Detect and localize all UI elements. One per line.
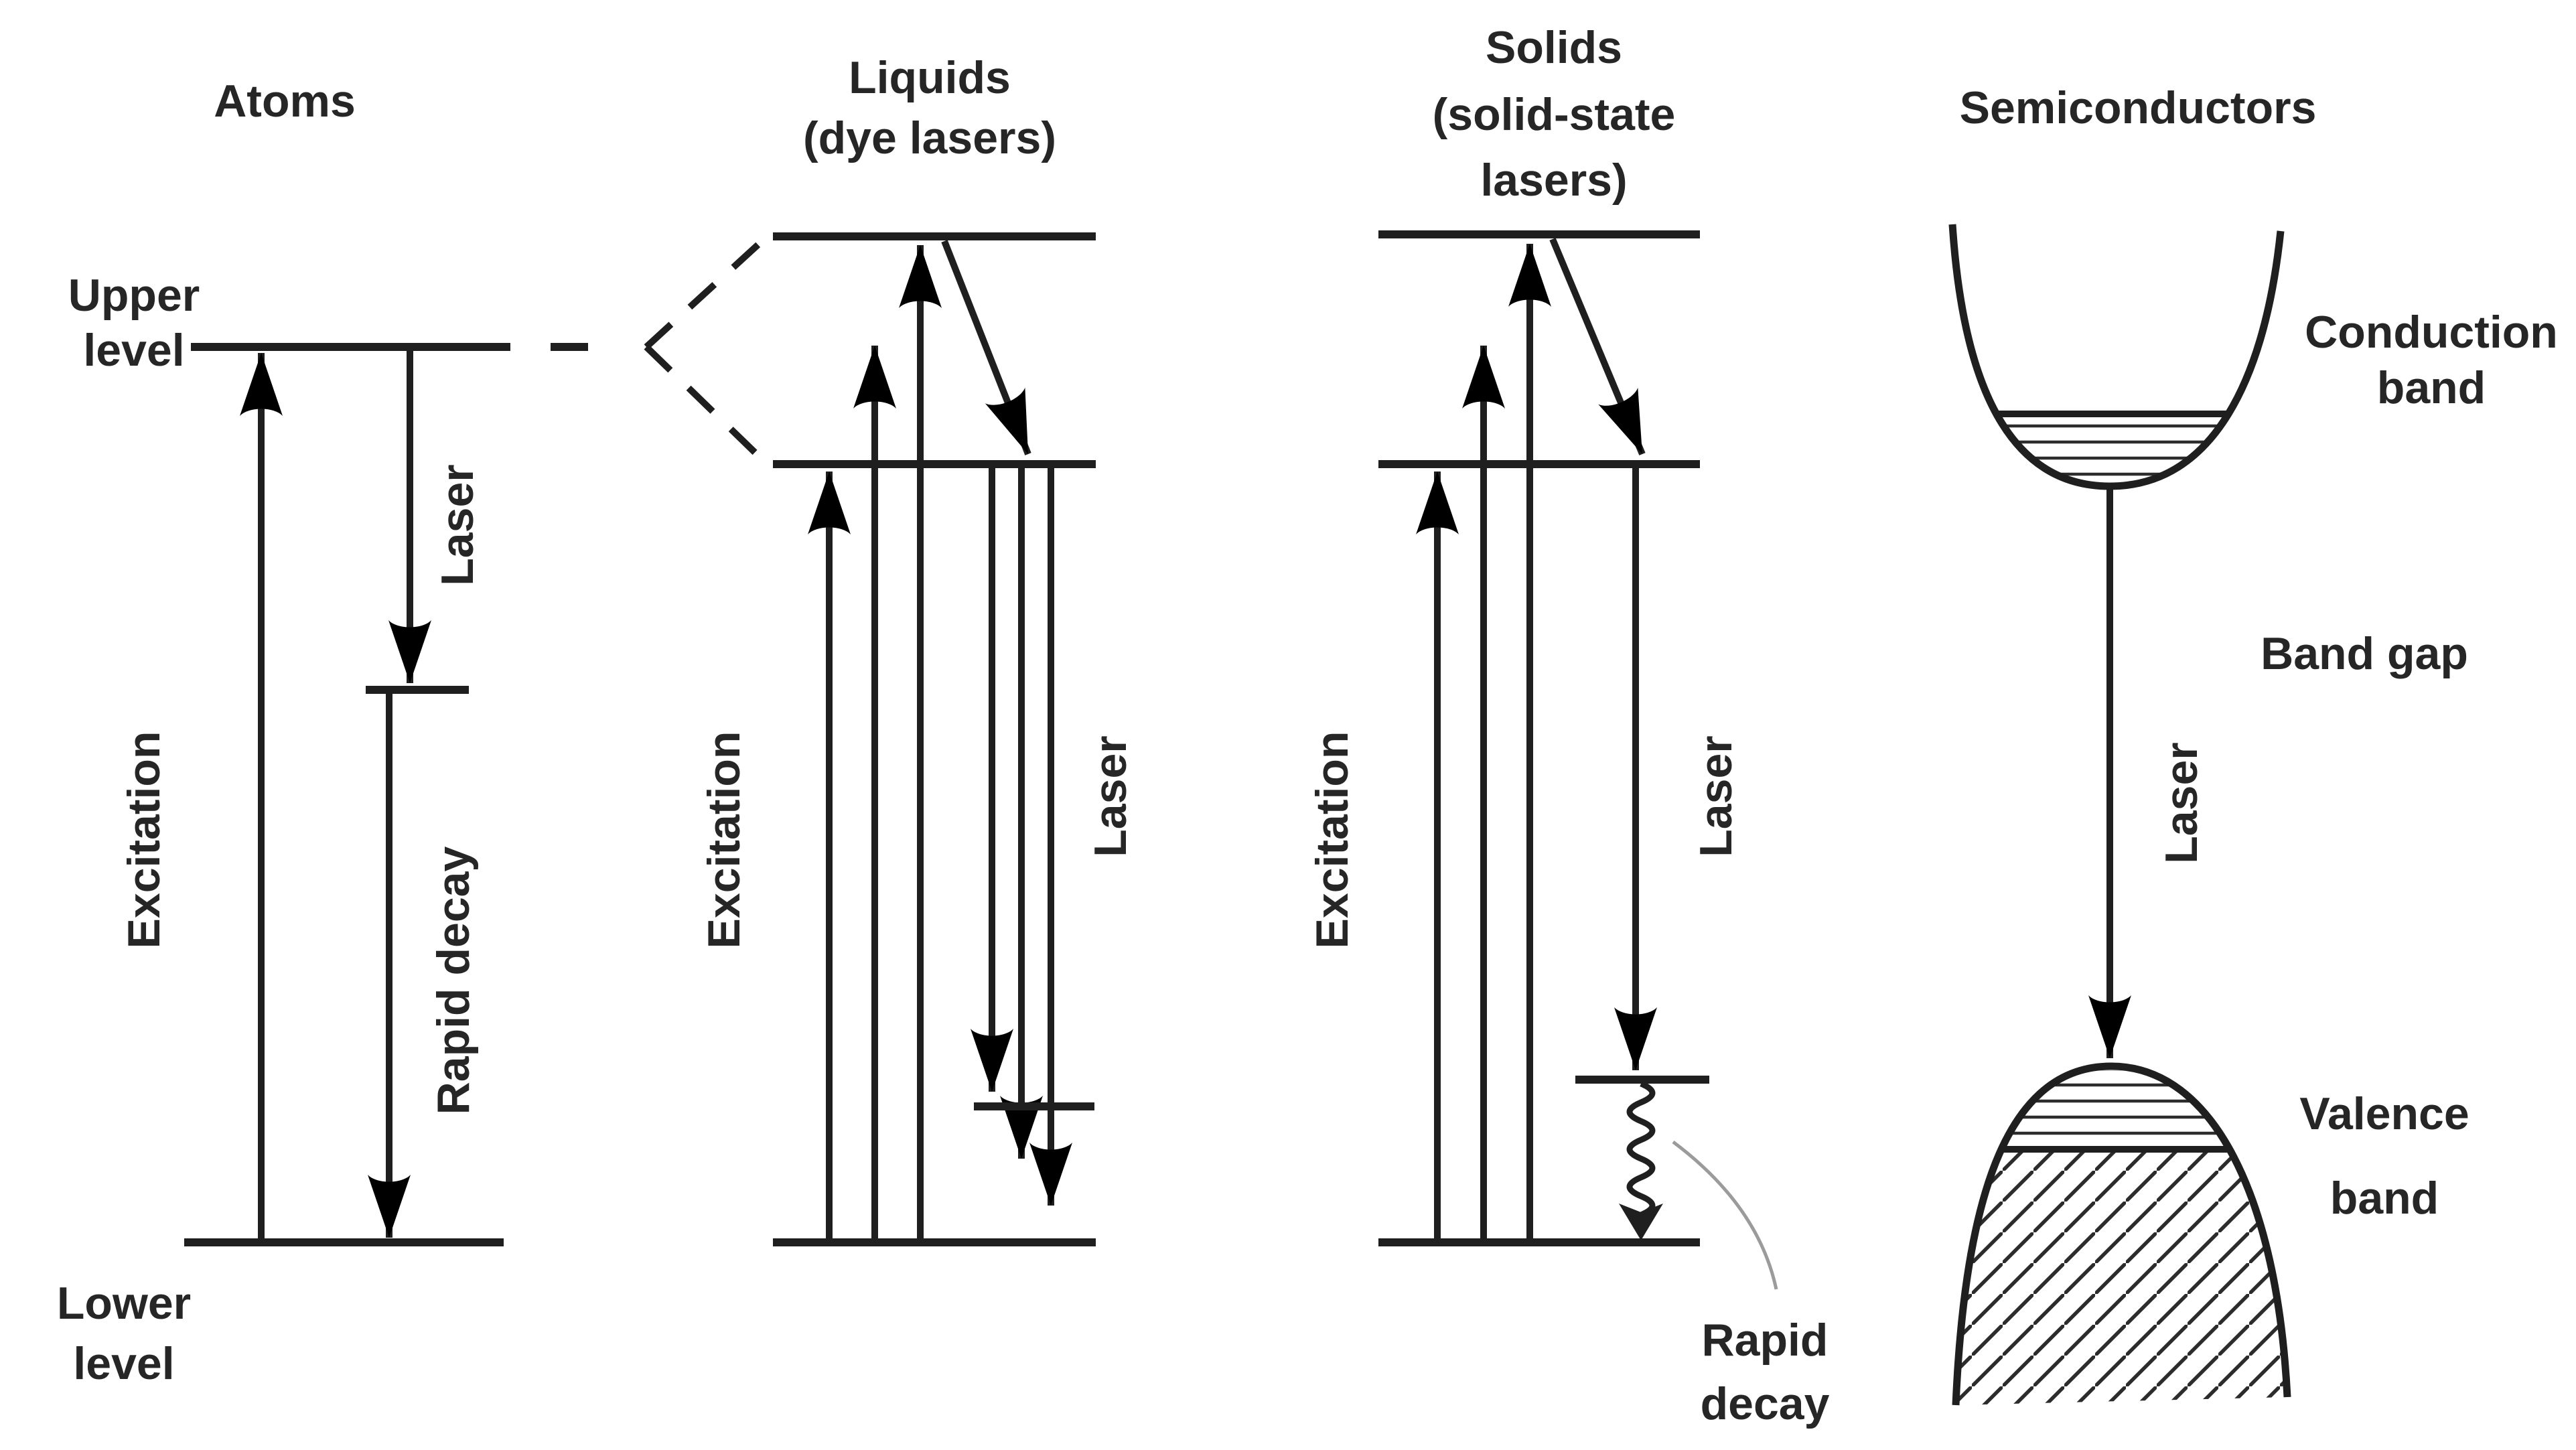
panel-liquids: Liquids (dye lasers) Excitation Laser bbox=[644, 52, 1136, 1246]
conduction-band-label-line1: Conduction bbox=[2305, 307, 2558, 358]
valence-band-curve bbox=[1952, 1062, 2291, 1406]
atoms-laser-label: Laser bbox=[432, 464, 483, 585]
panel-atoms: Atoms Upper level Excitation Laser Rapid… bbox=[57, 76, 588, 1389]
solids-rapid-decay-squiggle-arrowhead bbox=[1619, 1204, 1663, 1240]
atoms-upper-level-label-line2: level bbox=[83, 325, 184, 376]
solids-rapid-decay-label-line2: decay bbox=[1701, 1378, 1830, 1429]
solids-rapid-decay-squiggle bbox=[1626, 1080, 1656, 1218]
liquids-laser-label: Laser bbox=[1085, 735, 1136, 857]
liquids-title-line2: (dye lasers) bbox=[803, 113, 1056, 163]
liquids-band-split-dash-lower bbox=[644, 344, 768, 465]
atoms-upper-level-label-line1: Upper bbox=[68, 270, 200, 321]
solids-excitation-label: Excitation bbox=[1307, 731, 1358, 949]
valence-band-label-line1: Valence bbox=[2299, 1088, 2469, 1139]
conduction-band-curve bbox=[1948, 224, 2285, 490]
valence-band-filled-states-hatch bbox=[1956, 1153, 2287, 1405]
solids-rapid-decay-label-line1: Rapid bbox=[1702, 1315, 1829, 1366]
solids-rapid-decay-leader-line bbox=[1672, 1140, 1778, 1290]
solids-band-relaxation-diagonal-arrow bbox=[1549, 238, 1646, 455]
liquids-band-split-dash-upper bbox=[644, 236, 768, 350]
semiconductors-title: Semiconductors bbox=[1960, 82, 2317, 133]
atoms-lower-level-label-line1: Lower bbox=[57, 1278, 191, 1329]
panel-semiconductors: Semiconductors Conduction band Laser Ban… bbox=[1948, 82, 2558, 1406]
band-gap-label: Band gap bbox=[2261, 628, 2468, 679]
solids-title-line2: (solid-state bbox=[1433, 89, 1676, 140]
atoms-excitation-label: Excitation bbox=[119, 731, 169, 949]
semiconductors-laser-label: Laser bbox=[2156, 742, 2207, 863]
solids-title-line1: Solids bbox=[1486, 22, 1622, 73]
liquids-title-line1: Liquids bbox=[849, 52, 1011, 103]
liquids-excitation-label: Excitation bbox=[699, 731, 749, 949]
atoms-rapid-decay-label: Rapid decay bbox=[428, 847, 479, 1115]
atoms-title: Atoms bbox=[214, 76, 356, 127]
conduction-band-label-line2: band bbox=[2377, 362, 2486, 413]
solids-laser-label: Laser bbox=[1691, 735, 1741, 857]
liquids-band-relaxation-diagonal-arrow bbox=[941, 240, 1031, 455]
solids-title-line3: lasers) bbox=[1480, 155, 1627, 206]
panel-solids: Solids (solid-state lasers) Excitation L… bbox=[1307, 22, 1830, 1429]
valence-band-label-line2: band bbox=[2330, 1173, 2439, 1224]
atoms-lower-level-label-line2: level bbox=[73, 1338, 174, 1389]
